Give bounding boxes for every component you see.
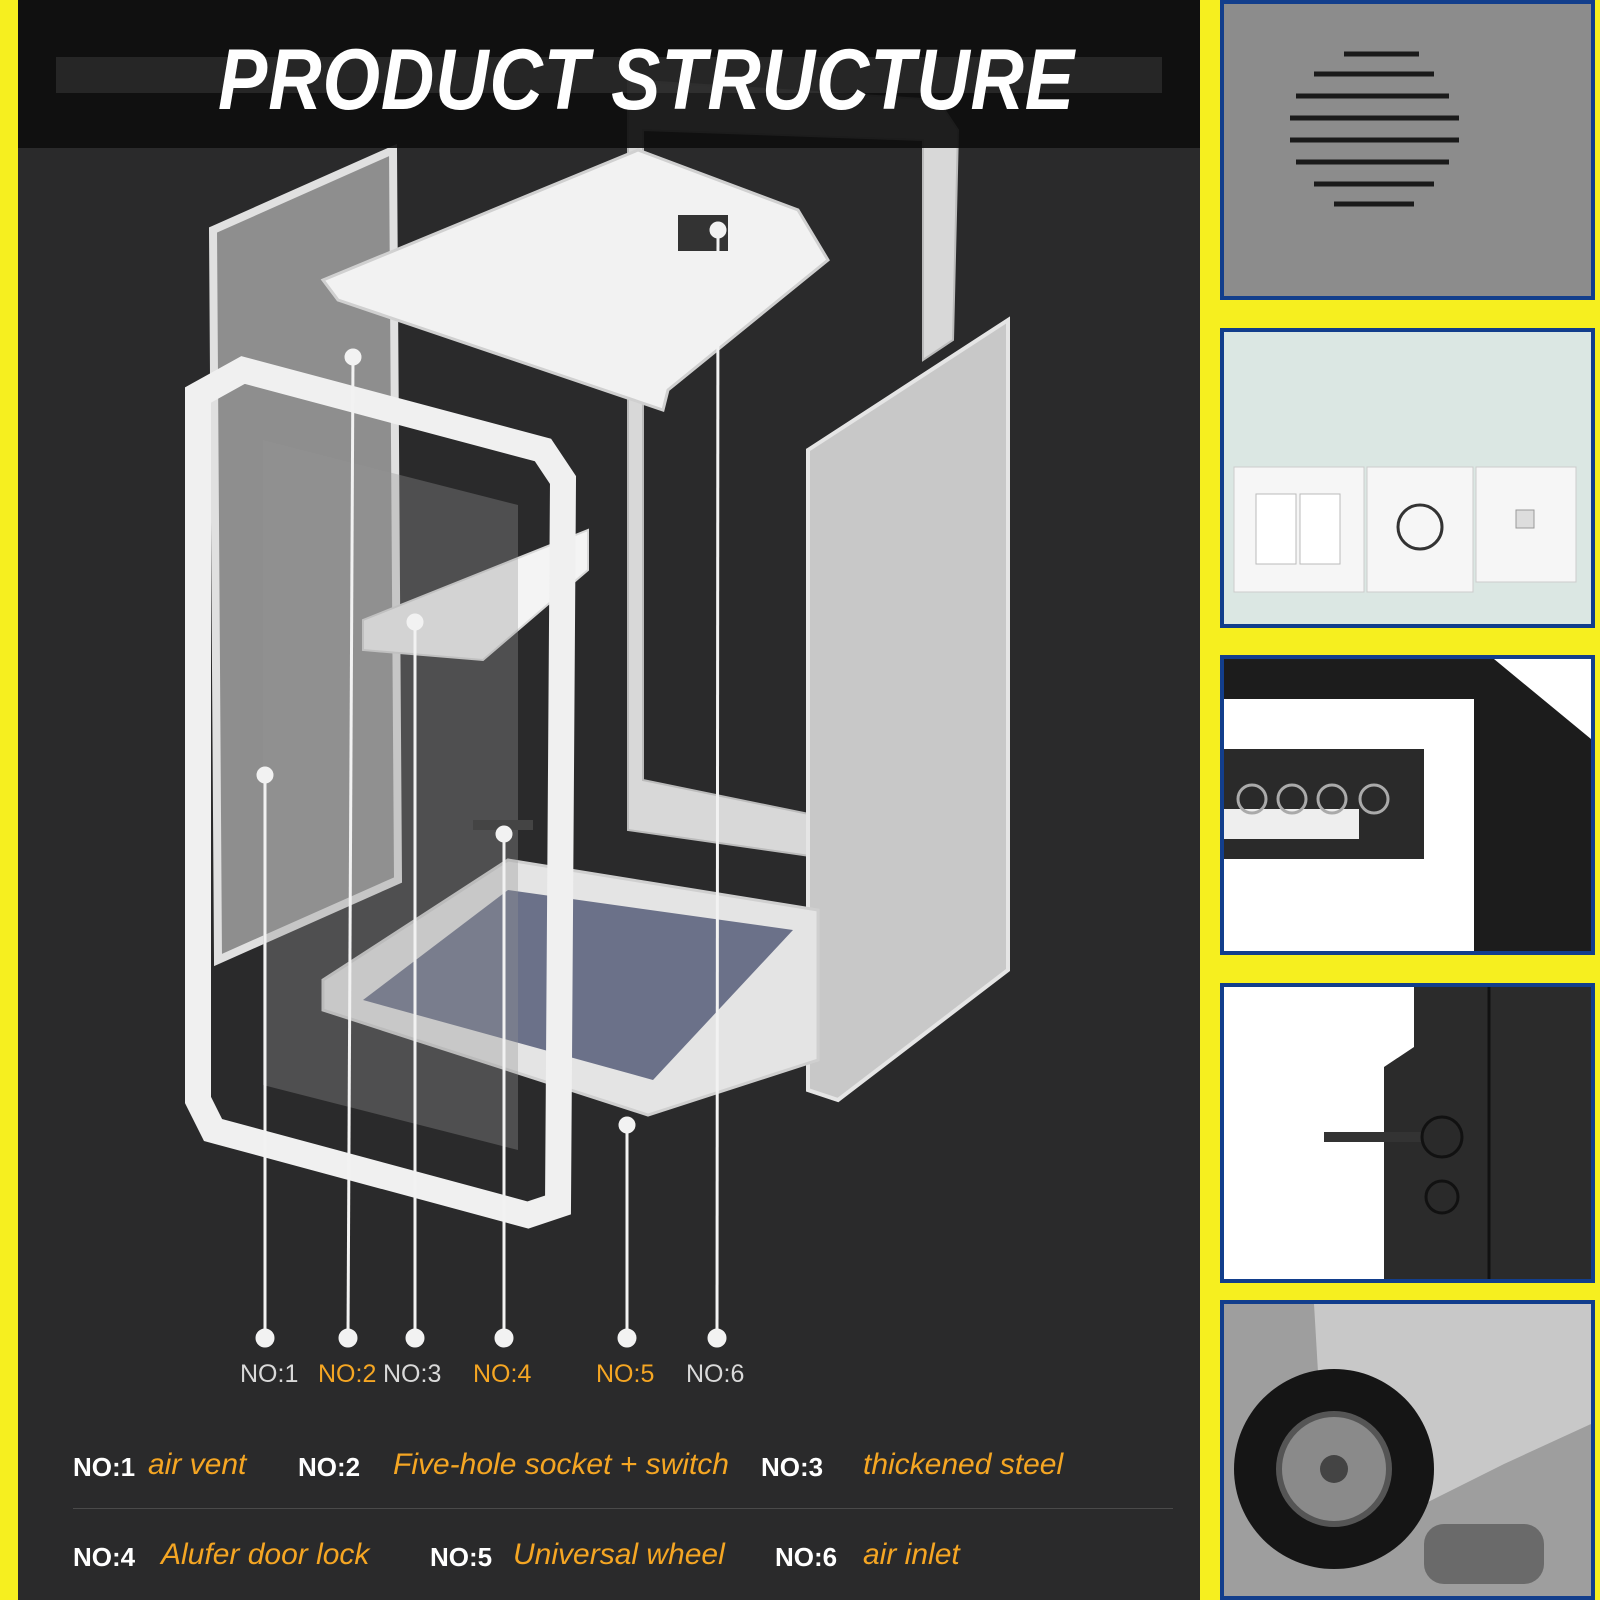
title-strip — [56, 57, 1162, 93]
callout-label-1: NO:1 — [240, 1360, 299, 1388]
callout-label-2: NO:2 — [318, 1360, 377, 1388]
right-panel — [806, 316, 1010, 1103]
door-handle — [473, 820, 533, 830]
roof — [320, 148, 830, 412]
exploded-booth-illustration — [185, 78, 1010, 1348]
legend-num-4: NO:4 — [73, 1542, 136, 1572]
air-vent-photo — [1220, 0, 1595, 300]
leader-lines — [255, 221, 727, 1348]
legend-desc-4: Alufer door lock — [161, 1538, 370, 1571]
legend-divider — [73, 1508, 1173, 1509]
legend-num-2: NO:2 — [298, 1452, 361, 1482]
legend-row-2: NO:4 Alufer door lock NO:5 Universal whe… — [73, 1538, 1173, 1578]
wheel-photo — [1220, 1300, 1595, 1600]
page-title: PRODUCT STRUCTURE — [218, 32, 1075, 128]
callout-label-3: NO:3 — [383, 1360, 442, 1388]
door-glass — [263, 440, 518, 1150]
legend-row-1: NO:1 air vent NO:2 Five-hole socket + sw… — [73, 1448, 1173, 1488]
title-band: PRODUCT STRUCTURE — [18, 0, 1200, 148]
legend-desc-6: air inlet — [863, 1538, 960, 1571]
steel-frame-photo — [1220, 655, 1595, 955]
callout-label-5: NO:5 — [596, 1360, 655, 1388]
door-lock-photo — [1220, 983, 1595, 1283]
legend-num-3: NO:3 — [761, 1452, 824, 1482]
callout-label-4: NO:4 — [473, 1360, 532, 1388]
legend-num-5: NO:5 — [430, 1542, 493, 1572]
legend-desc-1: air vent — [148, 1448, 247, 1481]
legend-num-6: NO:6 — [775, 1542, 838, 1572]
door-frame — [185, 356, 577, 1229]
legend-desc-5: Universal wheel — [513, 1538, 725, 1571]
legend-num-1: NO:1 — [73, 1452, 136, 1482]
callout-label-6: NO:6 — [686, 1360, 745, 1388]
main-panel: PRODUCT STRUCTURE NO:1 NO:2 NO:3 NO:4 NO… — [18, 0, 1200, 1600]
socket-switch-photo — [1220, 328, 1595, 628]
carpet — [363, 890, 793, 1080]
legend-desc-2: Five-hole socket + switch — [393, 1448, 729, 1481]
legend-desc-3: thickened steel — [863, 1448, 1064, 1481]
